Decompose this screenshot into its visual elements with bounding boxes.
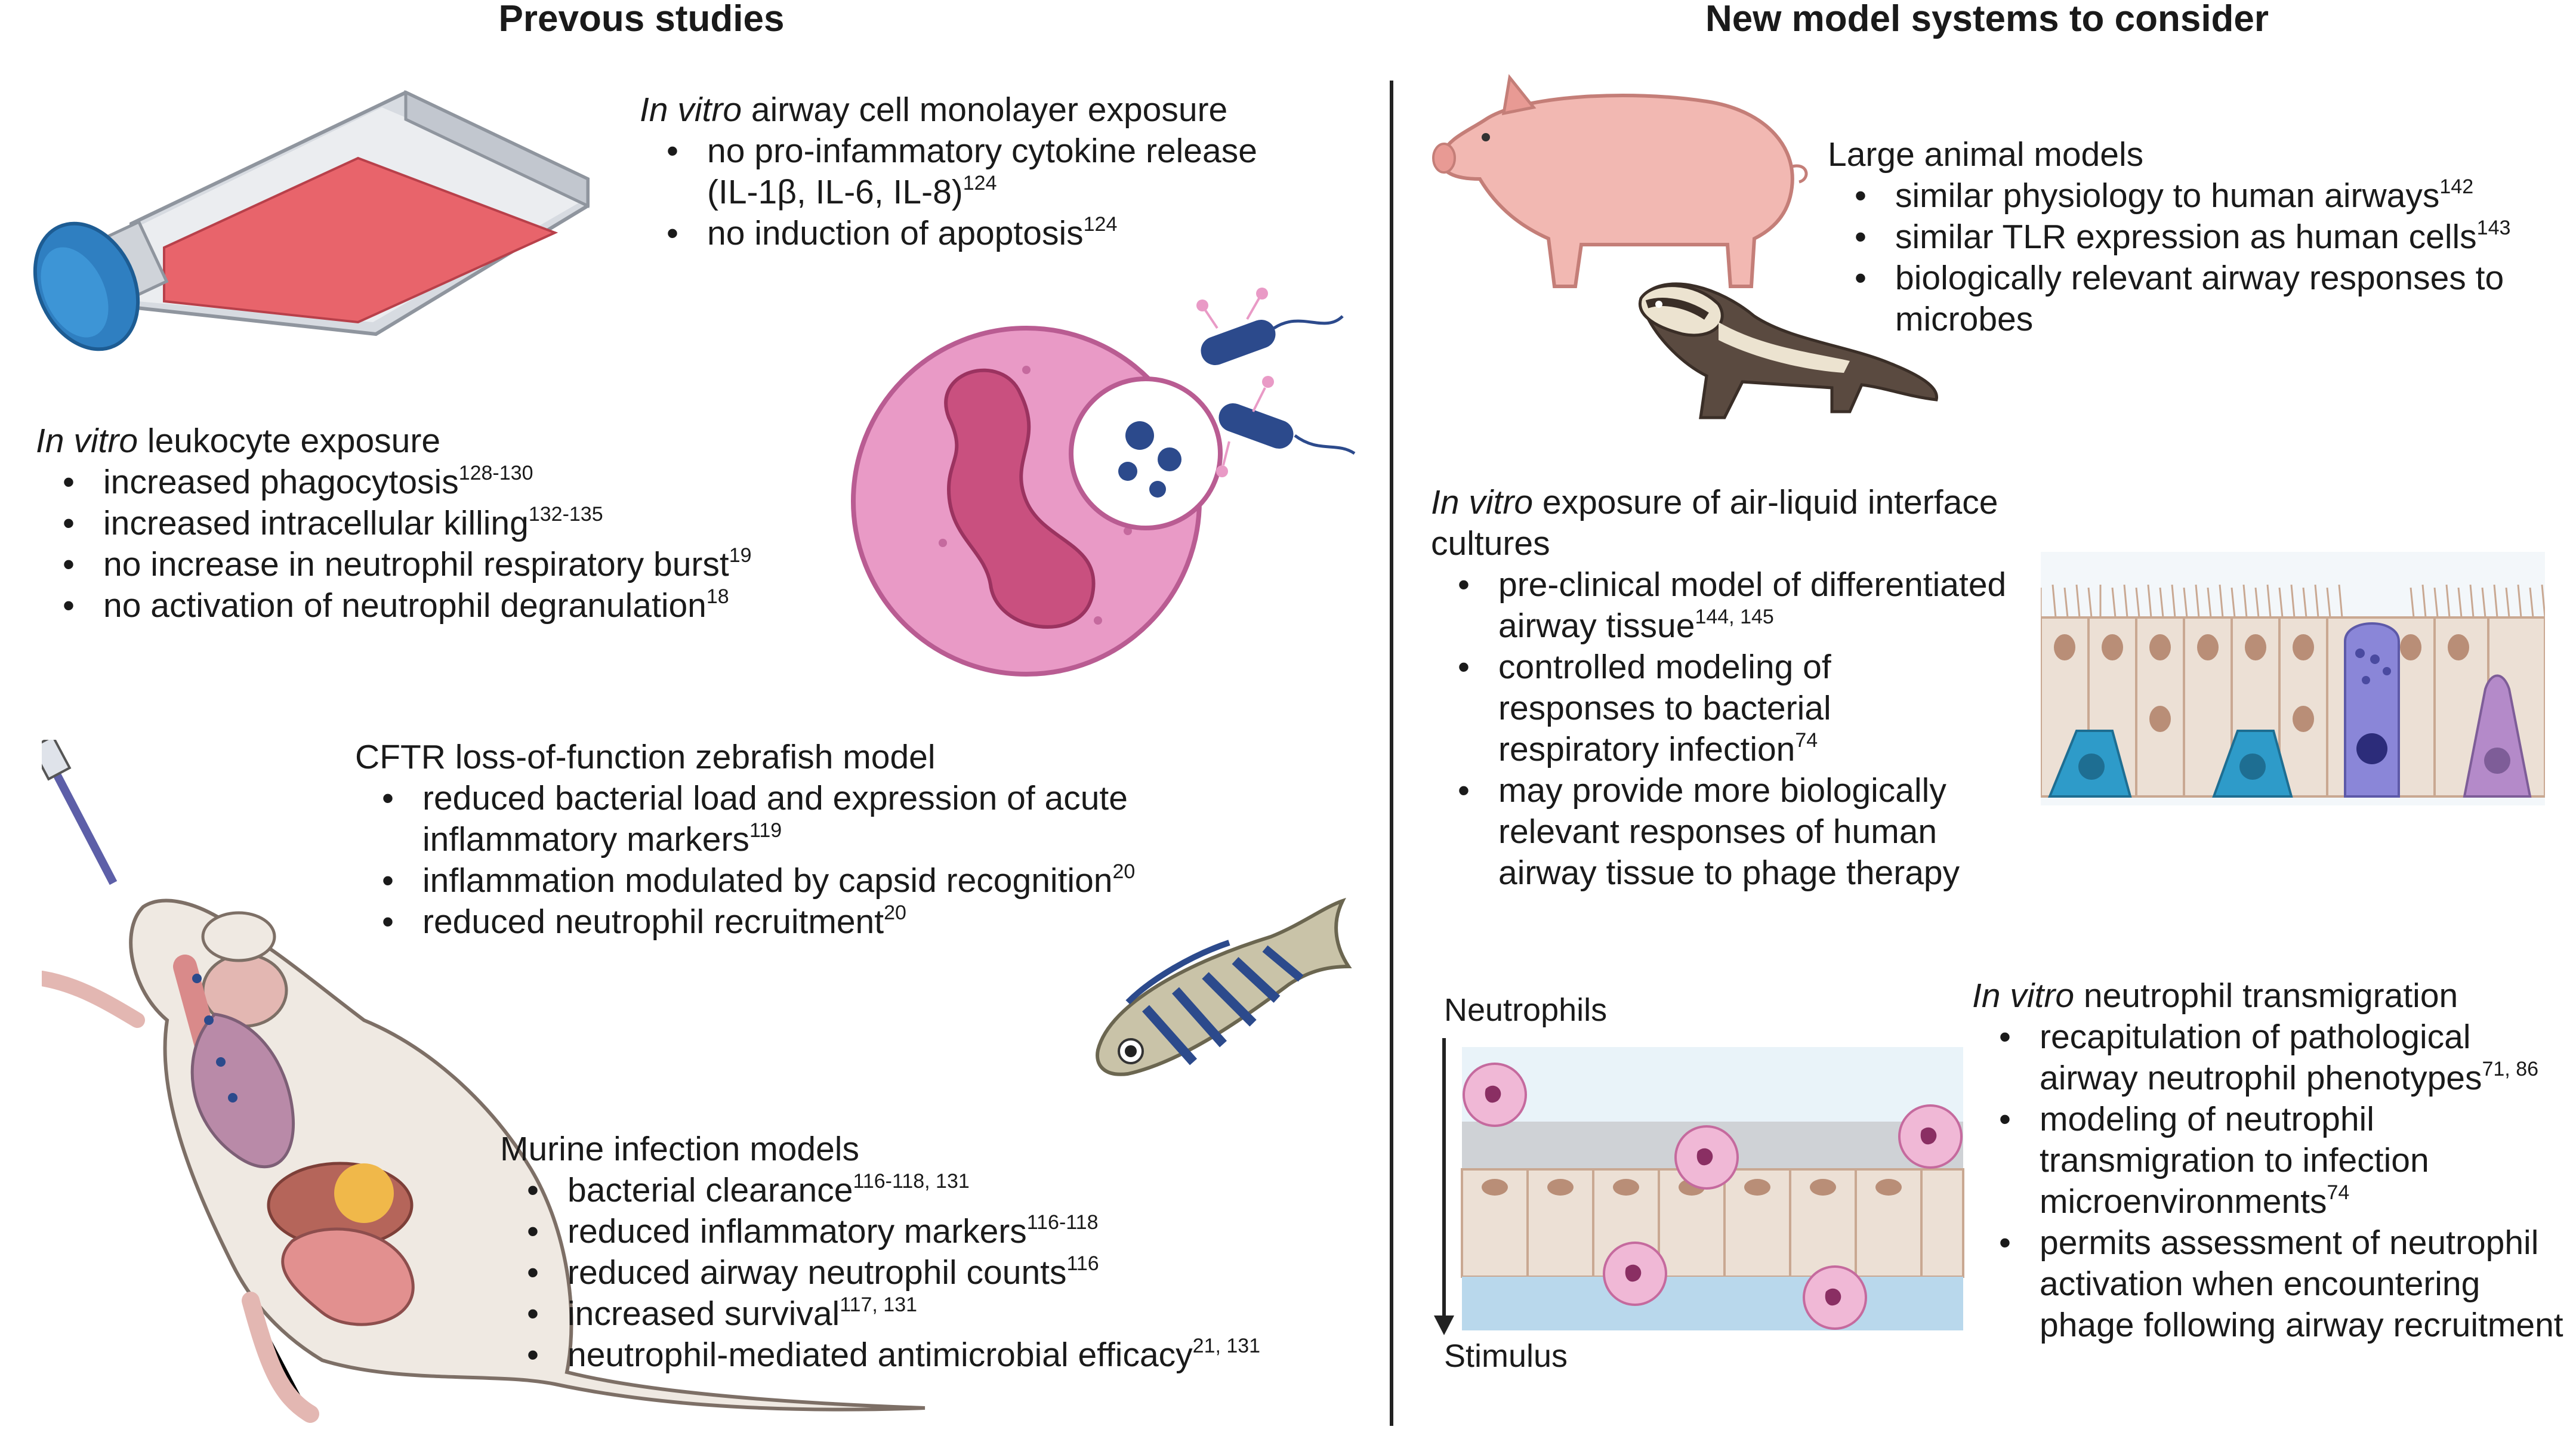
block-heading: In vitro airway cell monolayer exposure <box>640 91 1228 129</box>
block-heading: CFTR loss-of-function zebrafish model <box>355 738 936 776</box>
large-animal-models-block: Large animal models similar physiology t… <box>1828 134 2574 340</box>
heading-previous-studies: Prevous studies <box>498 0 785 39</box>
list-item: no pro-infammatory cytokine release (IL-… <box>667 131 1304 213</box>
list-item: increased intracellular killing132-135 <box>63 503 883 544</box>
list-item: modeling of neutrophil transmigration to… <box>1999 1099 2469 1222</box>
list-item: no activation of neutrophil degranulatio… <box>63 585 883 626</box>
neutrophil-transmigration-block: In vitro neutrophil transmigration recap… <box>1972 975 2575 1346</box>
block-heading: In vitro leukocyte exposure <box>36 422 441 460</box>
list-item: similar physiology to human airways142 <box>1855 175 2574 217</box>
list-item: reduced airway neutrophil counts116 <box>527 1252 1371 1293</box>
list-item: no increase in neutrophil respiratory bu… <box>63 544 883 585</box>
column-divider <box>1390 81 1393 1426</box>
block-heading: Murine infection models <box>500 1130 859 1168</box>
mouse-illustration <box>42 740 925 1423</box>
list-item: biologically relevant airway responses t… <box>1855 258 2522 340</box>
zebrafish-model-block: CFTR loss-of-function zebrafish model re… <box>355 737 1369 943</box>
neutrophils-label: Neutrophils <box>1444 992 1608 1028</box>
airway-epithelium-illustration <box>2041 552 2545 805</box>
air-liquid-interface-block: In vitro exposure of air-liquid interfac… <box>1431 482 2040 894</box>
stimulus-label: Stimulus <box>1444 1338 1568 1374</box>
list-item: increased survival117, 131 <box>527 1293 1371 1335</box>
list-item: reduced neutrophil recruitment20 <box>382 901 1369 943</box>
list-item: permits assessment of neutrophil activat… <box>1999 1222 2565 1346</box>
list-item: may provide more biologically relevant r… <box>1458 770 2035 894</box>
ferret-illustration <box>1638 282 1938 419</box>
list-item: recapitulation of pathological airway ne… <box>1999 1017 2565 1099</box>
list-item: neutrophil-mediated antimicrobial effica… <box>527 1335 1371 1376</box>
list-item: similar TLR expression as human cells143 <box>1855 217 2574 258</box>
list-item: controlled modeling of responses to bact… <box>1458 647 1952 770</box>
zebrafish-illustration <box>1096 897 1352 1076</box>
list-item: no induction of apoptosis124 <box>667 213 1380 254</box>
list-item: bacterial clearance116-118, 131 <box>527 1170 1371 1211</box>
monolayer-exposure-block: In vitro airway cell monolayer exposure … <box>640 89 1380 254</box>
pig-illustration <box>1432 74 1808 288</box>
list-item: pre-clinical model of differentiated air… <box>1458 564 2035 647</box>
transmigration-illustration <box>1434 1038 1964 1335</box>
block-heading: In vitro exposure of air-liquid interfac… <box>1431 483 1998 563</box>
list-item: increased phagocytosis128-130 <box>63 462 883 503</box>
block-heading: In vitro neutrophil transmigration <box>1972 977 2458 1015</box>
murine-models-block: Murine infection models bacterial cleara… <box>500 1129 1371 1376</box>
heading-new-models: New model systems to consider <box>1705 0 2269 39</box>
list-item: inflammation modulated by capsid recogni… <box>382 860 1369 901</box>
block-heading: Large animal models <box>1828 135 2144 174</box>
leukocyte-exposure-block: In vitro leukocyte exposure increased ph… <box>36 421 883 626</box>
list-item: reduced bacterial load and expression of… <box>382 778 1228 860</box>
list-item: reduced inflammatory markers116-118 <box>527 1211 1371 1252</box>
cell-culture-flask-illustration <box>33 90 590 351</box>
neutrophil-bacteria-illustration <box>851 288 1356 677</box>
